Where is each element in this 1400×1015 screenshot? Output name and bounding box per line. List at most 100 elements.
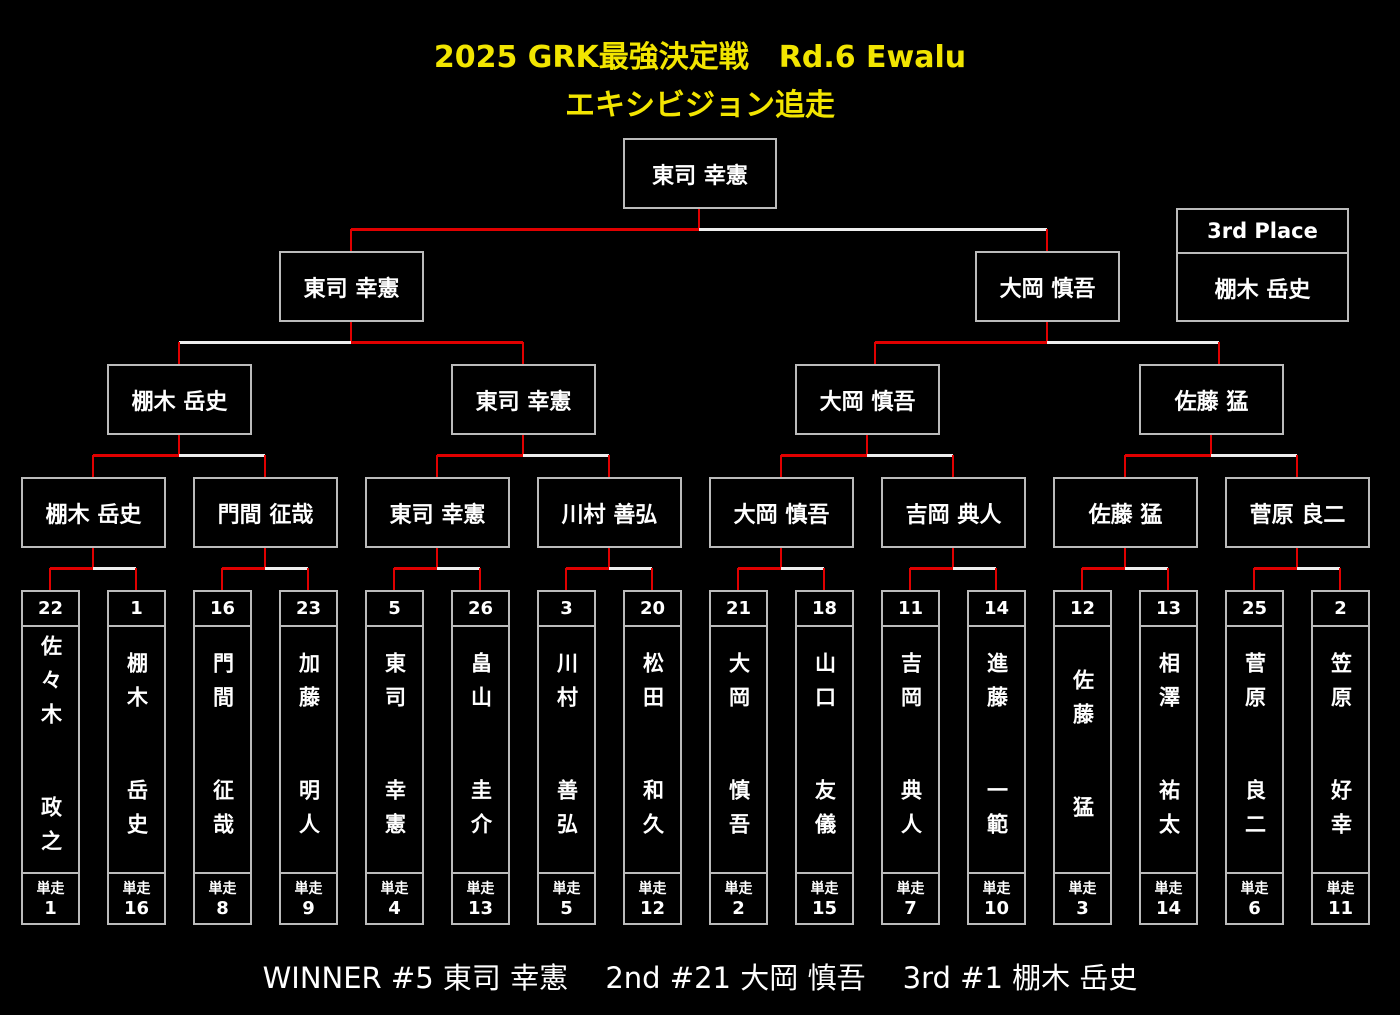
r1-connector-drop-right bbox=[1339, 568, 1341, 590]
r1-connector-drop-left bbox=[737, 568, 739, 590]
r1-connector-arm-right bbox=[609, 567, 652, 570]
final-connector-arm-left bbox=[351, 228, 699, 231]
r1-connector-arm-right bbox=[265, 567, 308, 570]
run-order: 7 bbox=[904, 898, 917, 919]
final-connector-drop-left bbox=[350, 229, 352, 251]
results-line: WINNER #5 東司 幸憲 2nd #21 大岡 慎吾 3rd #1 棚木 … bbox=[0, 955, 1400, 997]
seed-number: 20 bbox=[625, 592, 680, 627]
seed-number: 26 bbox=[453, 592, 508, 627]
r16-connector-drop-left bbox=[1124, 455, 1126, 477]
semifinal-winner: 東司 幸憲 bbox=[279, 251, 424, 322]
round-of-16-winner: 棚木 岳史 bbox=[21, 477, 166, 548]
round-of-16-winner: 東司 幸憲 bbox=[365, 477, 510, 548]
entrant-name: 東司 幸憲 bbox=[382, 652, 407, 847]
qf-connector-arm-left bbox=[875, 341, 1047, 344]
entrant-name: 進藤 一範 bbox=[984, 652, 1009, 847]
final-connector-stem bbox=[698, 208, 700, 229]
run-label: 単走 bbox=[896, 881, 925, 897]
entrant-name: 棚木 岳史 bbox=[124, 652, 149, 847]
seed-number: 14 bbox=[969, 592, 1024, 627]
title-line-2: エキシビジョン追走 bbox=[565, 88, 835, 123]
run-order: 1 bbox=[44, 898, 57, 919]
r16-connector-drop-right bbox=[952, 455, 954, 477]
entrant-name: 門間 征哉 bbox=[210, 652, 235, 847]
quarterfinal-winner: 東司 幸憲 bbox=[451, 364, 596, 435]
quarterfinal-winner: 佐藤 猛 bbox=[1139, 364, 1284, 435]
r1-connector-stem bbox=[780, 547, 782, 568]
quarterfinal-winner: 棚木 岳史 bbox=[107, 364, 252, 435]
r1-connector-stem bbox=[436, 547, 438, 568]
r1-connector-arm-right bbox=[437, 567, 480, 570]
r1-connector-arm-left bbox=[1254, 567, 1297, 570]
seed-number: 12 bbox=[1055, 592, 1110, 627]
r16-connector-arm-left bbox=[1125, 454, 1211, 457]
run-order: 8 bbox=[216, 898, 229, 919]
round-of-16-winner: 川村 善弘 bbox=[537, 477, 682, 548]
third-place-name: 棚木 岳史 bbox=[1214, 278, 1311, 303]
run-order: 12 bbox=[639, 898, 666, 919]
r1-connector-arm-left bbox=[1082, 567, 1125, 570]
entrant-name: 川村 善弘 bbox=[554, 652, 579, 847]
r16-connector-drop-left bbox=[436, 455, 438, 477]
run-label: 単走 bbox=[1068, 881, 1097, 897]
r16-connector-drop-right bbox=[264, 455, 266, 477]
run-order: 2 bbox=[732, 898, 745, 919]
r1-connector-drop-left bbox=[565, 568, 567, 590]
entrant-name: 山口 友儀 bbox=[812, 652, 837, 847]
seed-number: 2 bbox=[1313, 592, 1368, 627]
r16-connector-stem bbox=[178, 434, 180, 455]
run-order: 14 bbox=[1155, 898, 1182, 919]
r1-connector-drop-right bbox=[995, 568, 997, 590]
r1-connector-drop-right bbox=[135, 568, 137, 590]
r1-connector-arm-left bbox=[738, 567, 781, 570]
third-place-label: 3rd Place bbox=[1178, 210, 1347, 254]
final-connector-arm-right bbox=[699, 228, 1047, 231]
r1-connector-arm-right bbox=[953, 567, 996, 570]
r1-connector-arm-left bbox=[566, 567, 609, 570]
r16-connector-arm-right bbox=[523, 454, 609, 457]
run-label: 単走 bbox=[724, 881, 753, 897]
run-label: 単走 bbox=[638, 881, 667, 897]
entrant-name: 畠山 圭介 bbox=[468, 652, 493, 847]
r16-connector-arm-right bbox=[867, 454, 953, 457]
r1-connector-arm-left bbox=[222, 567, 265, 570]
r16-connector-arm-left bbox=[781, 454, 867, 457]
entrant-name: 菅原 良二 bbox=[1242, 652, 1267, 847]
r1-connector-arm-right bbox=[781, 567, 824, 570]
r16-connector-stem bbox=[866, 434, 868, 455]
r1-connector-drop-left bbox=[49, 568, 51, 590]
r1-connector-drop-right bbox=[1167, 568, 1169, 590]
seed-number: 18 bbox=[797, 592, 852, 627]
round-of-16-winner: 菅原 良二 bbox=[1225, 477, 1370, 548]
entrant-name: 松田 和久 bbox=[640, 652, 665, 847]
seed-number: 13 bbox=[1141, 592, 1196, 627]
r1-connector-drop-right bbox=[651, 568, 653, 590]
r1-connector-arm-left bbox=[910, 567, 953, 570]
r1-connector-stem bbox=[92, 547, 94, 568]
r1-connector-stem bbox=[1124, 547, 1126, 568]
qf-connector-drop-right bbox=[1218, 342, 1220, 364]
r16-connector-stem bbox=[522, 434, 524, 455]
seed-number: 11 bbox=[883, 592, 938, 627]
r1-connector-drop-left bbox=[393, 568, 395, 590]
seed-number: 3 bbox=[539, 592, 594, 627]
entrant-name: 佐藤 猛 bbox=[1070, 669, 1095, 830]
r16-connector-arm-right bbox=[1211, 454, 1297, 457]
run-order: 9 bbox=[302, 898, 315, 919]
entrant-name: 吉岡 典人 bbox=[898, 652, 923, 847]
result-third: 3rd #1 棚木 岳史 bbox=[902, 961, 1138, 995]
r1-connector-arm-left bbox=[50, 567, 93, 570]
r1-connector-stem bbox=[608, 547, 610, 568]
entrant-name: 佐々木 政之 bbox=[38, 635, 63, 864]
run-label: 単走 bbox=[1240, 881, 1269, 897]
r1-connector-stem bbox=[264, 547, 266, 568]
qf-connector-stem bbox=[350, 321, 352, 342]
round-of-16-winner: 門間 征哉 bbox=[193, 477, 338, 548]
